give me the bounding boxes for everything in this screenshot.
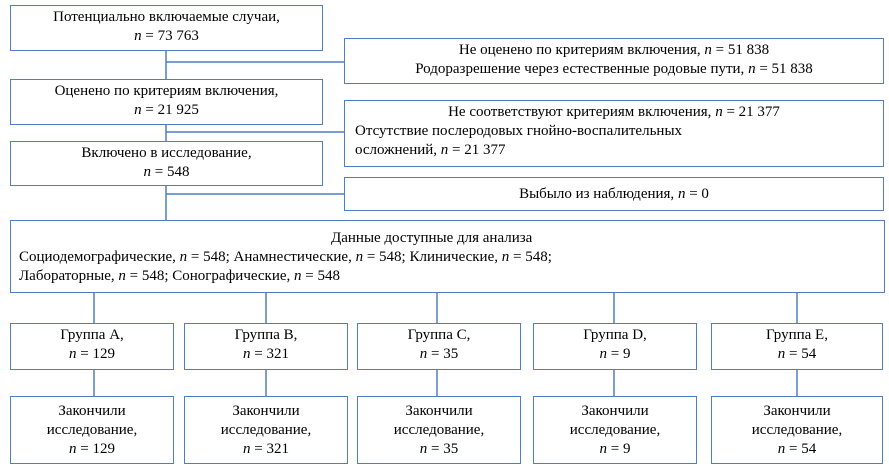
study-label: исследование, (220, 422, 312, 438)
group-e-label: Группа E, (766, 327, 828, 343)
analysis-title: Данные доступные для анализа (331, 230, 533, 246)
n-symbol: n (134, 28, 142, 44)
assessed-box: Оценено по критериям включения, n = 21 9… (10, 79, 323, 125)
clinical-label: = 548; Клинические, (366, 249, 498, 265)
sonographic-label: = 548; Сонографические, (129, 268, 291, 284)
laboratory-label: Лабораторные, (19, 268, 115, 284)
not-eligible-box: Не соответствуют критериям включения, n … (344, 100, 884, 167)
included-count: = 548 (154, 164, 190, 180)
n-symbol: n (704, 42, 712, 58)
potential-label: Потенциально включаемые случаи, (53, 9, 280, 25)
group-b-box: Группа B, n = 321 (184, 323, 348, 370)
anamnestic-label: = 548; Анамнестические, (190, 249, 352, 265)
complications-label: осложнений, (355, 142, 438, 158)
included-label: Включено в исследование, (81, 145, 252, 161)
assessed-count: = 21 925 (145, 102, 199, 118)
group-a-count: = 129 (80, 346, 115, 362)
dropout-count: = 0 (689, 186, 709, 202)
n-symbol: n (748, 61, 756, 77)
group-e-completed-count: = 54 (789, 441, 817, 457)
study-label: исследование, (46, 422, 138, 438)
not-eligible-label: Не соответствуют критериям включения, (448, 104, 712, 120)
completed-label: Закончили (58, 403, 126, 419)
group-d-count: = 9 (610, 346, 631, 362)
group-e-box: Группа E, n = 54 (711, 323, 883, 370)
group-b-completed-box: Закончили исследование, n = 321 (184, 396, 348, 464)
group-b-count: = 321 (254, 346, 289, 362)
no-complications-label: Отсутствие послеродовых гнойно-воспалите… (355, 123, 683, 139)
group-a-completed-box: Закончили исследование, n = 129 (10, 396, 174, 464)
not-assessed-count: = 51 838 (715, 42, 770, 58)
group-c-count: = 35 (431, 346, 459, 362)
n-symbol: n (440, 142, 449, 158)
group-a-completed-count: = 129 (80, 441, 115, 457)
not-assessed-box: Не оценено по критериям включения, n = 5… (344, 38, 884, 84)
n-symbol: n (143, 164, 152, 180)
group-e-count: = 54 (789, 346, 817, 362)
not-eligible-count: = 21 377 (726, 104, 780, 120)
study-label: исследование, (751, 422, 843, 438)
included-box: Включено в исследование, n = 548 (10, 141, 323, 186)
dropout-box: Выбыло из наблюдения, n = 0 (344, 177, 884, 211)
group-a-label: Группа A, (60, 327, 124, 343)
potential-count: = 73 763 (145, 28, 199, 44)
group-c-completed-count: = 35 (431, 441, 459, 457)
clinical-count: = 548; (512, 249, 552, 265)
group-e-completed-box: Закончили исследование, n = 54 (711, 396, 883, 464)
vaginal-delivery-label: Родоразрешение через естественные родовы… (415, 61, 745, 77)
analysis-box: Данные доступные для анализа Социодемогр… (10, 220, 885, 293)
potential-cases-box: Потенциально включаемые случаи, n = 73 7… (10, 5, 323, 51)
completed-label: Закончили (581, 403, 649, 419)
assessed-label: Оценено по критериям включения, (54, 83, 279, 99)
study-label: исследование, (393, 422, 485, 438)
not-assessed-label: Не оценено по критериям включения, (458, 42, 701, 58)
group-a-box: Группа A, n = 129 (10, 323, 174, 370)
completed-label: Закончили (232, 403, 300, 419)
n-symbol: n (677, 186, 686, 202)
completed-label: Закончили (405, 403, 473, 419)
completed-label: Закончили (763, 403, 831, 419)
study-label: исследование, (569, 422, 661, 438)
complications-count: = 21 377 (452, 142, 506, 158)
group-d-completed-box: Закончили исследование, n = 9 (533, 396, 697, 464)
sociodemographic-label: Социодемографические, (19, 249, 176, 265)
group-c-label: Группа C, (407, 327, 471, 343)
group-b-label: Группа B, (234, 327, 298, 343)
group-d-label: Группа D, (583, 327, 647, 343)
n-symbol: n (134, 102, 142, 118)
group-d-box: Группа D, n = 9 (533, 323, 697, 370)
group-c-box: Группа C, n = 35 (357, 323, 521, 370)
dropout-label: Выбыло из наблюдения, (519, 186, 675, 202)
group-d-completed-count: = 9 (610, 441, 631, 457)
n-symbol: n (715, 104, 723, 120)
group-c-completed-box: Закончили исследование, n = 35 (357, 396, 521, 464)
sonographic-count: = 548 (305, 268, 340, 284)
group-b-completed-count: = 321 (254, 441, 289, 457)
vaginal-delivery-count: = 51 838 (759, 61, 813, 77)
